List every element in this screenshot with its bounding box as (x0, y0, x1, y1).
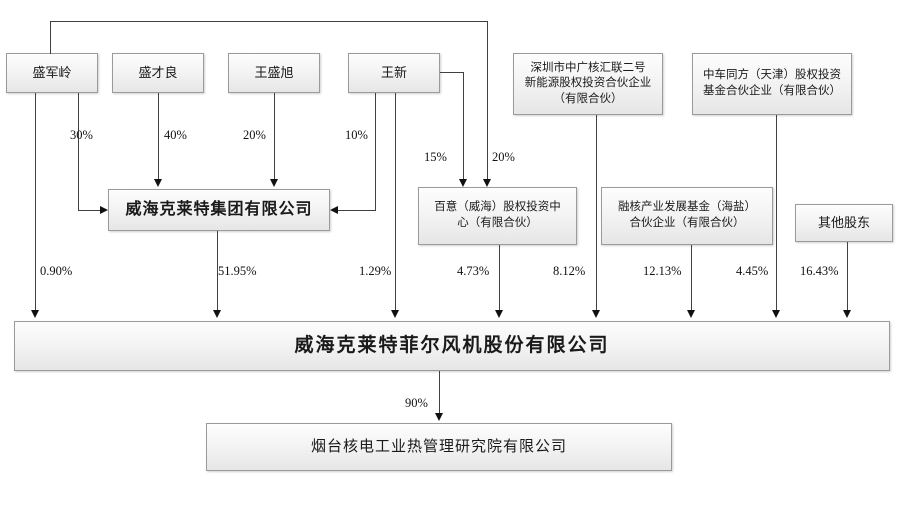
edge-shengjunling-to-group-seg-down (78, 93, 79, 210)
pct-label-shengjunling-group: 30% (70, 128, 93, 142)
pct-label-group-listco: 51.95% (218, 264, 257, 278)
node-label: 王新 (380, 65, 407, 81)
edge-shengcailiang-to-group (158, 93, 159, 181)
node-fund-zhongche-tongfang[interactable]: 中车同方（天津）股权投资 基金合伙企业（有限合伙） (692, 53, 852, 115)
node-label: 融核产业发展基金（海盐） 合伙企业（有限合伙） (602, 200, 772, 231)
arrow-into-baiyi-from-shengjunling (483, 179, 491, 187)
arrow-into-listco-from-zhongche (772, 310, 780, 318)
pct-label-other-listco: 16.43% (800, 264, 839, 278)
node-label: 盛军岭 (32, 65, 72, 81)
node-label: 盛才良 (138, 65, 178, 81)
edge-wangshengxu-to-group (274, 93, 275, 181)
node-label: 其他股东 (817, 215, 870, 231)
node-shareholder-wangxin[interactable]: 王新 (348, 53, 440, 93)
node-listed-company[interactable]: 威海克莱特菲尔风机股份有限公司 (14, 321, 890, 371)
pct-label-wangxin-baiyi: 15% (424, 150, 447, 164)
arrow-into-group-from-shengjunling (100, 206, 108, 214)
pct-label-shengcailiang-group: 40% (164, 128, 187, 142)
edge-wangxin-to-group-seg-left (338, 210, 376, 211)
arrow-into-baiyi-from-wangxin (459, 179, 467, 187)
pct-label-shenzhen-listco: 8.12% (553, 264, 586, 278)
edge-baiyi-to-listco (499, 245, 500, 312)
edge-group-to-listco (217, 231, 218, 312)
arrow-into-subsidiary-from-listco (435, 413, 443, 421)
arrow-into-group-from-wangxin (330, 206, 338, 214)
arrow-into-listco-from-wangxin (391, 310, 399, 318)
node-label-line-2: 心（有限合伙） (457, 217, 538, 229)
pct-label-shengjunling-baiyi: 20% (492, 150, 515, 164)
edge-ronghe-to-listco (691, 245, 692, 312)
pct-label-wangxin-group: 10% (345, 128, 368, 142)
edge-shengjunling-to-group-seg-right (78, 210, 100, 211)
node-label: 烟台核电工业热管理研究院有限公司 (310, 438, 567, 455)
node-other-shareholders[interactable]: 其他股东 (795, 204, 893, 242)
pct-label-shengjunling-listco: 0.90% (40, 264, 73, 278)
arrow-into-listco-from-ronghe (687, 310, 695, 318)
node-label: 威海克莱特集团有限公司 (125, 201, 313, 219)
node-label: 深圳市中广核汇联二号 新能源股权投资合伙企业 （有限合伙） (514, 61, 662, 108)
node-label-line-1: 百意（威海）股权投资中 (434, 201, 561, 214)
arrow-into-listco-from-baiyi (495, 310, 503, 318)
edge-shengjunling-to-baiyi-seg-across (50, 21, 488, 22)
edge-wangxin-to-baiyi-seg-down (463, 72, 464, 181)
pct-label-listco-subsidiary: 90% (405, 396, 428, 410)
node-shareholder-wangshengxu[interactable]: 王盛旭 (228, 53, 320, 93)
pct-label-ronghe-listco: 12.13% (643, 264, 682, 278)
node-label-line-2: 合伙企业（有限合伙） (629, 217, 745, 229)
node-label: 王盛旭 (254, 65, 294, 81)
edge-wangxin-to-listco (395, 93, 396, 312)
node-label-line-2: 新能源股权投资合伙企业 (524, 77, 652, 90)
edge-shengjunling-to-listco (35, 93, 36, 312)
arrow-into-group-from-shengcailiang (154, 179, 162, 187)
node-fund-baiyi-weihai[interactable]: 百意（威海）股权投资中 心（有限合伙） (418, 187, 577, 245)
edge-wangxin-to-baiyi-seg-right (440, 72, 464, 73)
arrow-into-group-from-wangshengxu (270, 179, 278, 187)
node-fund-ronghe-haiyan[interactable]: 融核产业发展基金（海盐） 合伙企业（有限合伙） (601, 187, 773, 245)
edge-shenzhen-to-listco (596, 115, 597, 312)
arrow-into-listco-from-group (213, 310, 221, 318)
node-label: 中车同方（天津）股权投资 基金合伙企业（有限合伙） (693, 68, 851, 99)
node-label-line-2: 基金合伙企业（有限合伙） (703, 85, 841, 97)
node-shareholder-shengjunling[interactable]: 盛军岭 (6, 53, 98, 93)
arrow-into-listco-from-other (843, 310, 851, 318)
edge-listco-to-subsidiary (439, 371, 440, 415)
arrow-into-listco-from-shengjunling (31, 310, 39, 318)
node-fund-shenzhen-zgh[interactable]: 深圳市中广核汇联二号 新能源股权投资合伙企业 （有限合伙） (513, 53, 663, 115)
node-label: 百意（威海）股权投资中 心（有限合伙） (419, 200, 576, 231)
node-label-line-1: 中车同方（天津）股权投资 (703, 69, 841, 82)
node-label-line-1: 融核产业发展基金（海盐） (618, 201, 756, 214)
pct-label-wangshengxu-group: 20% (243, 128, 266, 142)
node-label-line-1: 深圳市中广核汇联二号 (530, 61, 646, 74)
node-shareholder-shengcailiang[interactable]: 盛才良 (112, 53, 204, 93)
pct-label-wangxin-listco: 1.29% (359, 264, 392, 278)
node-subsidiary-yantai[interactable]: 烟台核电工业热管理研究院有限公司 (206, 423, 672, 471)
node-label-line-3: （有限合伙） (553, 92, 623, 105)
arrow-into-listco-from-shenzhen (592, 310, 600, 318)
edge-shengjunling-to-baiyi-seg-up (50, 21, 51, 54)
edge-zhongche-to-listco (776, 115, 777, 312)
pct-label-baiyi-listco: 4.73% (457, 264, 490, 278)
edge-other-to-listco (847, 242, 848, 312)
edge-shengjunling-to-baiyi-seg-down (487, 21, 488, 181)
edge-wangxin-to-group-seg-down (375, 93, 376, 210)
pct-label-zhongche-listco: 4.45% (736, 264, 769, 278)
node-label: 威海克莱特菲尔风机股份有限公司 (294, 335, 610, 357)
node-weihai-klt-group[interactable]: 威海克莱特集团有限公司 (108, 189, 330, 231)
